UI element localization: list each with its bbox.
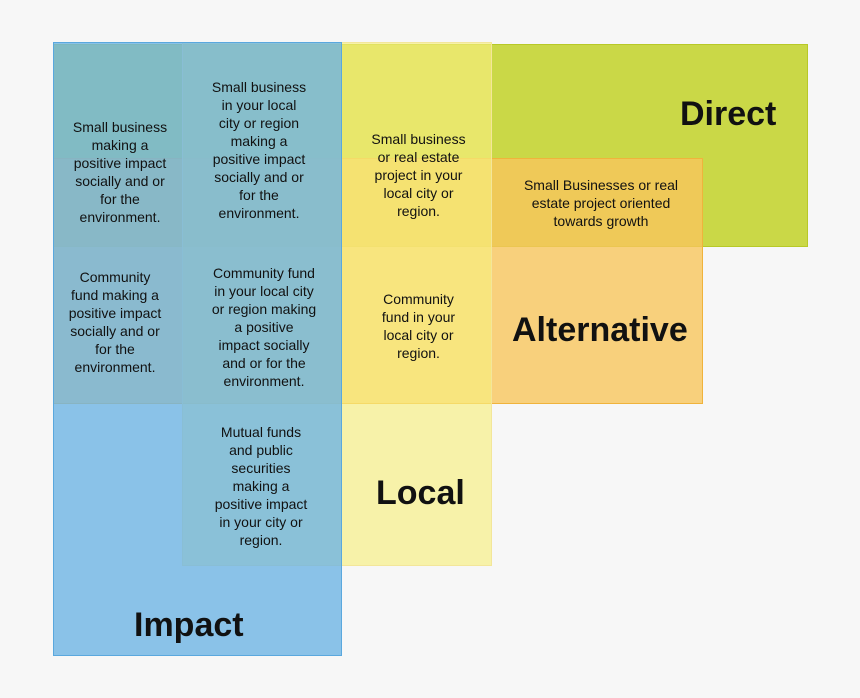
local-label: Local	[376, 474, 465, 512]
impact-label: Impact	[134, 606, 244, 644]
cell-impact-local-direct: Small business in your local city or reg…	[211, 79, 307, 221]
cell-local-alternative: Community fund in your local city or reg…	[381, 291, 456, 361]
cell-impact-local-alternative: Community fund in your local city or reg…	[211, 265, 317, 389]
cell-impact-local: Mutual funds and public securities makin…	[214, 424, 308, 548]
cell-impact-direct: Small business making a positive impact …	[72, 119, 168, 225]
cell-impact-alternative: Community fund making a positive impact …	[68, 269, 162, 375]
alternative-label: Alternative	[512, 311, 688, 349]
impact-region	[53, 42, 342, 656]
cell-local-direct: Small business or real estate project in…	[371, 131, 466, 219]
direct-label: Direct	[680, 95, 777, 133]
cell-direct-alternative: Small Businesses or real estate project …	[523, 177, 679, 229]
